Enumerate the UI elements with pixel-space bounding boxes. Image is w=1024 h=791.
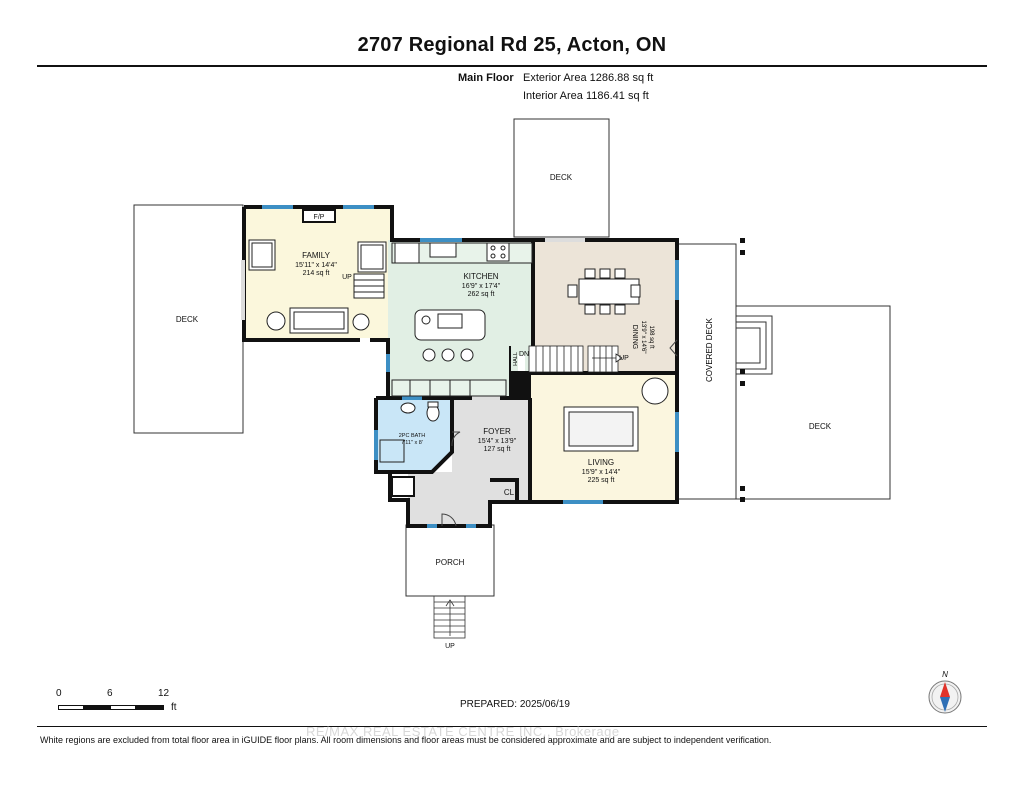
- scale-seg-1: [58, 705, 84, 710]
- porch-up-label: UP: [445, 643, 455, 650]
- porch-stairs: [433, 595, 466, 639]
- dining-dims: 13'9" x 14'6": [640, 321, 646, 354]
- scale-bar: 0 6 12 ft: [52, 688, 192, 718]
- footer-rule: [37, 726, 987, 727]
- kitchen-name: KITCHEN: [463, 272, 498, 281]
- center-stairs: [528, 345, 623, 373]
- deck-posts: [740, 238, 745, 502]
- dining-furniture: [567, 268, 641, 315]
- family-stairs: [353, 273, 385, 299]
- living-name: LIVING: [588, 458, 614, 467]
- kitchen-dims: 16'9" x 17'4": [462, 283, 501, 290]
- kitchen-area: 262 sq ft: [468, 291, 495, 298]
- living-area: 225 sq ft: [588, 477, 615, 484]
- scale-seg-2: [84, 705, 110, 710]
- deck-west: [133, 204, 244, 434]
- scale-seg-3: [110, 705, 136, 710]
- closet-label: CL: [504, 488, 515, 497]
- foyer-area: 127 sq ft: [484, 446, 511, 453]
- hall-strip: [518, 355, 525, 371]
- hall-label: HALL: [513, 352, 519, 366]
- porch-label: PORCH: [436, 558, 465, 567]
- center-up-label: UP: [619, 355, 629, 362]
- foyer-dims: 15'4" x 13'9": [478, 438, 517, 445]
- family-furniture: [248, 239, 387, 334]
- deck-east-label: DECK: [809, 422, 832, 431]
- foyer-room: [408, 399, 530, 524]
- deck-steps-inner: [736, 327, 761, 364]
- deck-steps: [736, 321, 767, 370]
- floor-label: Main Floor: [458, 72, 514, 84]
- family-dims: 15'11" x 14'4": [295, 262, 337, 269]
- scale-unit: ft: [171, 702, 177, 713]
- kitchen-fixtures: [391, 242, 533, 397]
- covered-deck-label: COVERED DECK: [705, 317, 714, 382]
- page-title: 2707 Regional Rd 25, Acton, ON: [357, 34, 667, 56]
- deck-north-label: DECK: [550, 173, 573, 182]
- compass-icon: [928, 680, 962, 714]
- porch: [405, 524, 495, 597]
- dn-label: DN: [519, 351, 529, 358]
- deck-east: [735, 305, 891, 500]
- exterior-area: Exterior Area 1286.88 sq ft: [523, 72, 654, 84]
- family-up-label: UP: [342, 274, 352, 281]
- openings: [241, 238, 585, 400]
- living-dims: 15'9" x 14'4": [582, 469, 621, 476]
- scale-tick-0: 0: [56, 688, 62, 699]
- bath-name: 2PC BATH: [399, 433, 426, 439]
- bath-fixtures: [379, 401, 440, 463]
- fireplace-label: F/P: [314, 214, 325, 221]
- windows: [262, 205, 679, 528]
- living-furniture: [563, 377, 669, 452]
- deck-west-label: DECK: [176, 315, 199, 324]
- family-area: 214 sq ft: [303, 270, 330, 277]
- title-rule: [37, 65, 987, 67]
- deck-north: [513, 118, 610, 238]
- covered-deck: [676, 243, 737, 500]
- north-label: N: [942, 670, 948, 679]
- scale-tick-6: 6: [107, 688, 113, 699]
- disclaimer: White regions are excluded from total fl…: [40, 735, 772, 745]
- dining-name: DINING: [631, 325, 638, 350]
- prepared-date: PREPARED: 2025/06/19: [460, 699, 570, 710]
- family-name: FAMILY: [302, 251, 331, 260]
- bath-dims: 7'11" x 8': [401, 440, 423, 446]
- scale-tick-12: 12: [158, 688, 170, 699]
- interior-area: Interior Area 1186.41 sq ft: [523, 90, 649, 102]
- brokerage-watermark: RE/MAX REAL ESTATE CENTRE INC., Brokerag…: [306, 724, 620, 739]
- interior-walls-thin: [302, 209, 531, 497]
- doors: [360, 338, 678, 527]
- scale-seg-4: [136, 705, 164, 710]
- foyer-name: FOYER: [483, 427, 511, 436]
- dining-area: 198 sq ft: [648, 325, 654, 348]
